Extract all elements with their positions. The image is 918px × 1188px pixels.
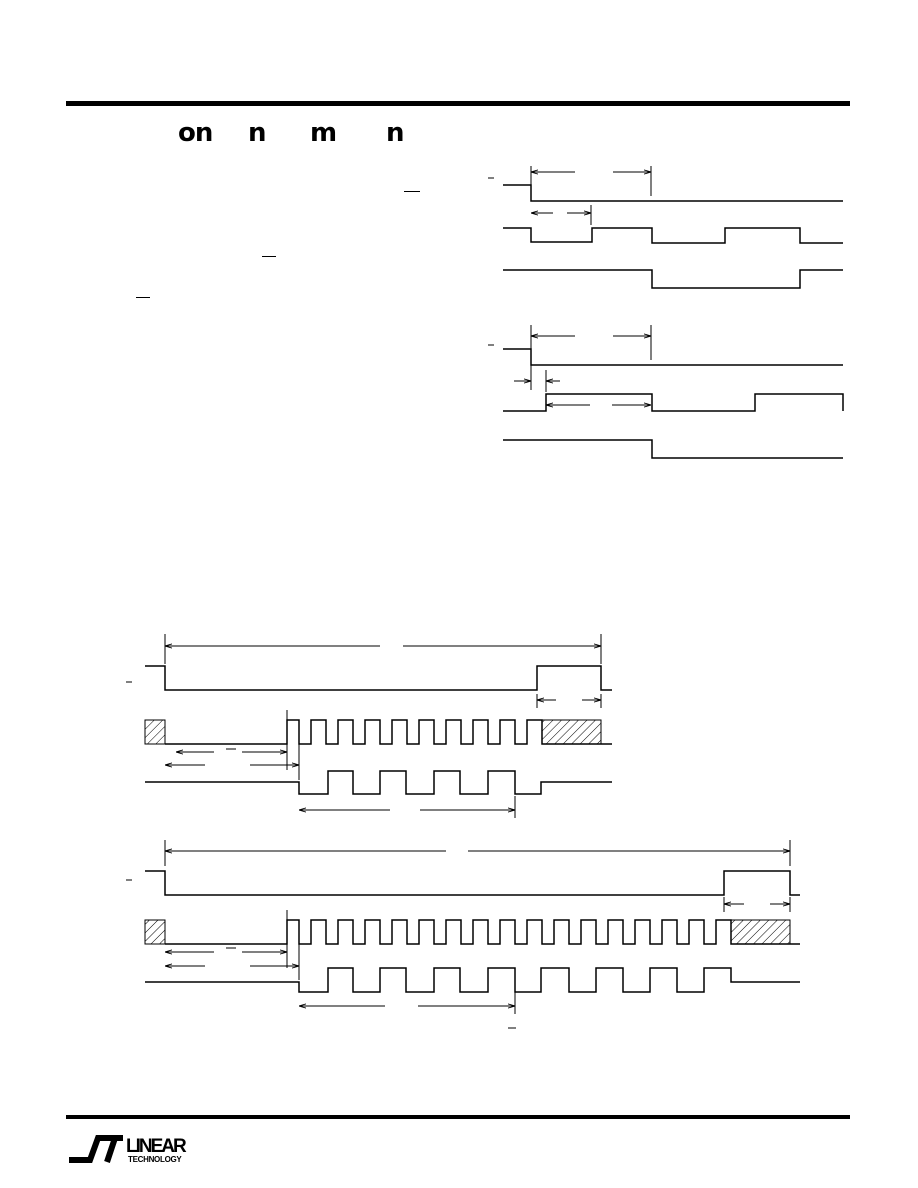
overbar-mark [262, 256, 276, 257]
lt-logo-mark: LINEAR TECHNOLOGY [69, 1135, 189, 1164]
waveform-d3 [145, 967, 800, 993]
waveform-d1 [145, 870, 800, 896]
waveform-b1 [503, 348, 843, 366]
logo-brand: LINEAR [126, 1136, 187, 1157]
waveform-a2 [503, 227, 843, 244]
waveform-c1 [145, 665, 612, 691]
heading-fragment-4: n [386, 118, 404, 148]
section-heading: on n m n [178, 118, 418, 152]
timing-diagram-d [126, 840, 800, 1029]
timing-diagram-a [488, 166, 843, 289]
heading-fragment-1: on [178, 118, 213, 148]
overbar-mark [404, 191, 420, 192]
waveform-a1 [503, 184, 843, 202]
logo-tagline: TECHNOLOGY [128, 1155, 182, 1164]
waveform-b3 [503, 439, 843, 459]
waveform-b2 [503, 393, 844, 412]
waveform-c3 [145, 770, 612, 795]
footer-rule [66, 1115, 850, 1119]
timing-diagram-c [126, 634, 612, 818]
waveform-c2 [165, 719, 612, 745]
heading-fragment-2: n [248, 118, 266, 148]
overbar-mark [136, 297, 150, 298]
waveform-d2 [165, 919, 800, 945]
header-rule [66, 101, 850, 106]
waveform-a3 [503, 269, 843, 289]
company-logo: LINEAR TECHNOLOGY [68, 1130, 198, 1170]
heading-fragment-3: m [310, 118, 337, 148]
timing-diagram-b [488, 325, 844, 459]
